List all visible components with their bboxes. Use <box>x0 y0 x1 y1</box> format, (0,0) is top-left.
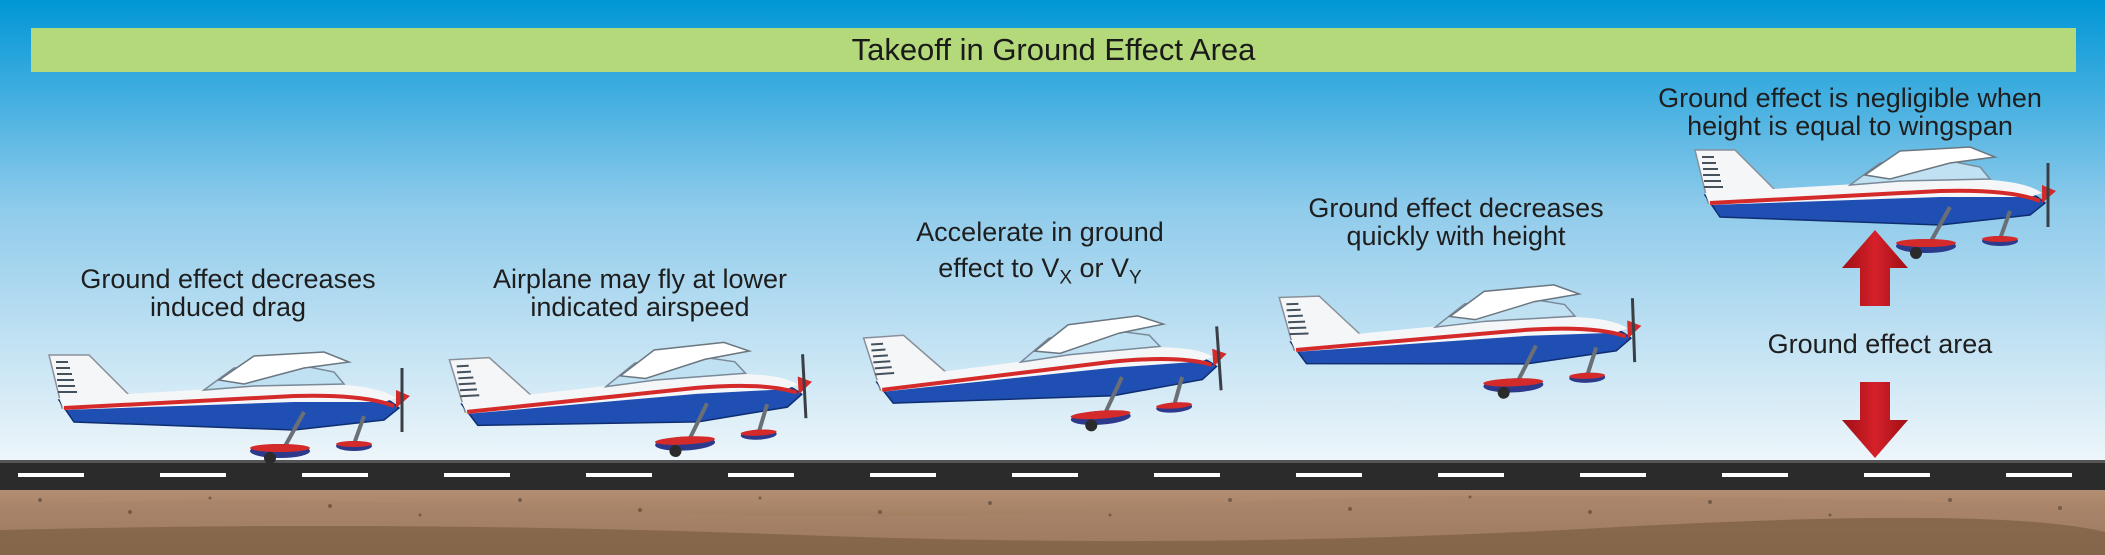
arrow-up-icon <box>1842 230 1908 306</box>
arrow-down-icon <box>1842 382 1908 458</box>
runway-centerline <box>18 473 2072 477</box>
caption-stage-2: Airplane may fly at lower indicated airs… <box>460 265 820 321</box>
caption-stage-3: Accelerate in ground effect to VX or VY <box>870 218 1210 292</box>
ground-effect-area-label: Ground effect area <box>1767 329 1993 359</box>
caption-stage-5: Ground effect is negligible when height … <box>1620 84 2080 140</box>
airplane-stage-4 <box>1278 284 1642 399</box>
airplane-stage-1 <box>48 351 410 464</box>
airplane-icon <box>1278 284 1642 399</box>
caption-line-1: Ground effect is negligible when <box>1658 83 2042 113</box>
airplane-stage-3 <box>862 315 1227 432</box>
caption-stage-4: Ground effect decreases quickly with hei… <box>1276 194 1636 250</box>
title-banner: Takeoff in Ground Effect Area <box>31 28 2076 72</box>
caption-line-2: height is equal to wingspan <box>1687 111 2013 141</box>
caption-line-1: Airplane may fly at lower <box>492 264 788 294</box>
airplane-stage-2 <box>448 341 813 458</box>
airplane-icon <box>862 315 1227 432</box>
caption-line-1: Accelerate in ground <box>916 217 1164 247</box>
caption-line-2: induced drag <box>149 292 307 322</box>
airplane-icon <box>48 351 410 464</box>
caption-line-1: Ground effect decreases <box>1308 193 1604 223</box>
airplane-icon <box>448 341 813 458</box>
caption-line-2: quickly with height <box>1346 221 1566 251</box>
caption-line-1: Ground effect decreases <box>80 264 376 294</box>
caption-stage-1: Ground effect decreases induced drag <box>48 265 408 321</box>
airplane-stage-5 <box>1694 146 2056 259</box>
caption-line-2: indicated airspeed <box>530 292 750 322</box>
airplane-icon <box>1694 146 2056 259</box>
diagram-title: Takeoff in Ground Effect Area <box>851 32 1256 67</box>
caption-line-2: effect to VX or VY <box>938 253 1142 289</box>
